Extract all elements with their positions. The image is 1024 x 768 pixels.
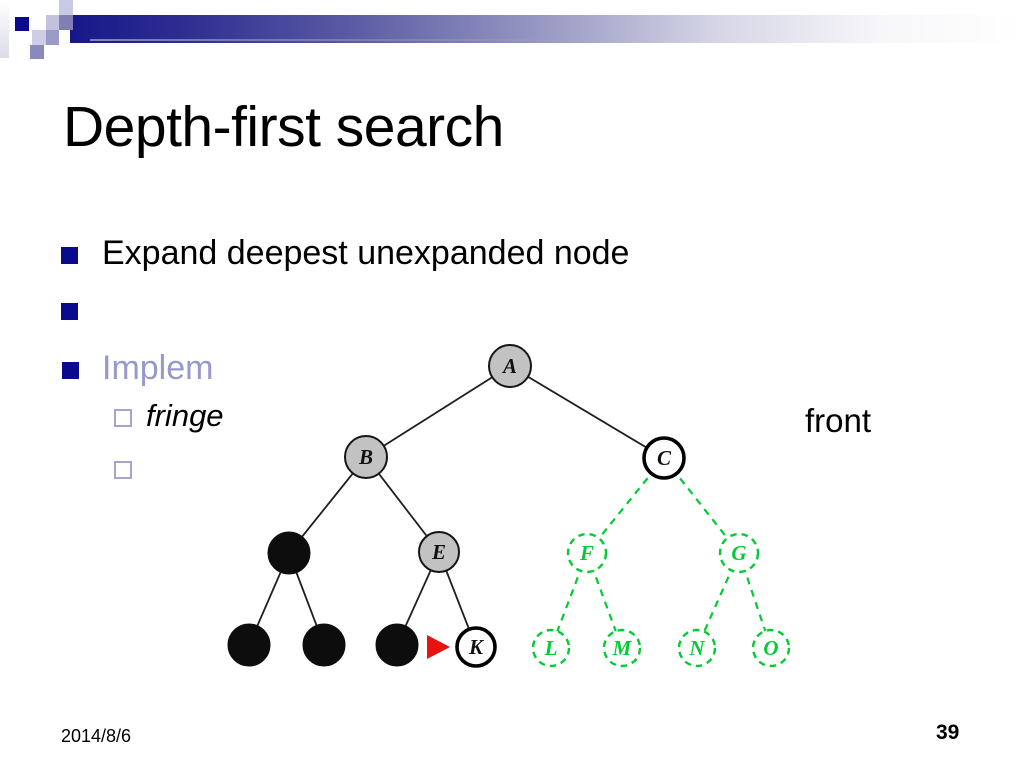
tree-node-G (718, 532, 760, 574)
tree-node-D (267, 531, 311, 575)
sub-bullet-text-1-partial: fringe (146, 398, 224, 433)
tree-node-label-A: A (501, 354, 517, 378)
deco-square-navy (15, 17, 29, 31)
tree-node-M (602, 628, 642, 668)
tree-node-A (488, 344, 532, 388)
tree-node-label-F: F (579, 541, 594, 565)
tree-node-label-G: G (731, 541, 746, 565)
sub-bullet-marker-2-empty (114, 461, 132, 479)
header-banner (70, 15, 1024, 43)
slide-title: Depth-first search (63, 95, 504, 159)
tree-node-F (566, 532, 608, 574)
deco-square-4 (59, 15, 73, 30)
tree-node-B (344, 435, 388, 479)
current-node-pointer-icon (427, 635, 450, 659)
deco-square-2 (59, 0, 73, 15)
deco-square-5 (32, 30, 46, 45)
deco-square-3 (46, 15, 59, 30)
tree-node-N (677, 628, 717, 668)
tree-node-label-N: N (688, 636, 705, 660)
tree-node-label-C: C (657, 446, 672, 470)
banner-highlight (90, 39, 560, 41)
bullet-text-1: Expand deepest unexpanded node (102, 234, 630, 272)
tree-node-label-B: B (358, 445, 373, 469)
sub-bullet-text-1-tail: front (805, 402, 872, 439)
tree-node-label-L: L (544, 636, 558, 660)
bullet-marker-1 (61, 247, 78, 264)
tree-node-E (418, 531, 460, 573)
bullet-text-3-partial: Implem (102, 349, 214, 387)
footer-date: 2014/8/6 (61, 726, 132, 746)
tree-edge-A-C (509, 365, 665, 459)
tree-node-label-E: E (431, 540, 446, 564)
tree-node-C (642, 436, 686, 480)
tree-node-I (302, 623, 346, 667)
deco-square-6 (46, 30, 59, 45)
deco-square-7 (30, 45, 44, 59)
tree-node-label-K: K (468, 635, 485, 659)
dfs-tree-figure: A B C E F G K L M N O (214, 325, 814, 695)
tree-edge-A-B (365, 365, 511, 458)
tree-node-J (375, 623, 419, 667)
deco-left-strip (0, 0, 9, 58)
tree-node-label-O: O (763, 636, 778, 660)
page-number: 39 (936, 721, 960, 744)
sub-bullet-marker-1 (114, 409, 132, 427)
tree-node-H (227, 623, 271, 667)
tree-node-L (531, 628, 571, 668)
bullet-marker-3 (62, 362, 79, 379)
tree-node-label-M: M (612, 636, 633, 660)
tree-node-O (751, 628, 791, 668)
bullet-marker-2-empty (61, 303, 78, 320)
tree-node-K (455, 626, 497, 668)
dfs-tree-svg: A B C E F G K L M N O (227, 344, 791, 668)
